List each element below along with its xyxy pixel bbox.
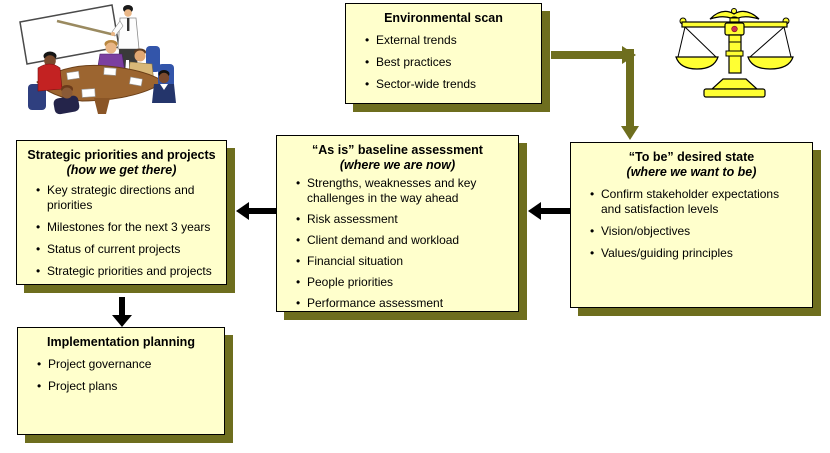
bullet-item: Values/guiding principles (589, 246, 802, 261)
strategic-priorities-bullets: Key strategic directions and priorities … (25, 183, 218, 279)
bullet-item: Strategic priorities and projects (35, 264, 216, 279)
bullet-item: Best practices (364, 55, 531, 70)
to-be-title: “To be” desired state (628, 150, 755, 164)
bullet-item: External trends (364, 33, 531, 48)
bullet-item: Key strategic directions and priorities (35, 183, 216, 213)
strategic-priorities-box: Strategic priorities and projects (how w… (16, 140, 227, 285)
arrow-tobe-to-asis-shaft (541, 208, 570, 214)
as-is-title: “As is” baseline assessment (312, 143, 483, 157)
implementation-planning-box: Implementation planning Project governan… (17, 327, 225, 435)
bullet-item: Confirm stakeholder expectations and sat… (589, 187, 802, 217)
bullet-item: Milestones for the next 3 years (35, 220, 216, 235)
arrow-envscan-down-head (621, 126, 639, 140)
strategic-priorities-subtitle: (how we get there) (66, 163, 177, 177)
bullet-item: People priorities (295, 275, 508, 290)
as-is-subtitle: (where we are now) (339, 158, 456, 172)
implementation-planning-title: Implementation planning (47, 335, 195, 349)
to-be-bullets: Confirm stakeholder expectations and sat… (579, 187, 804, 261)
environmental-scan-box: Environmental scan External trends Best … (345, 3, 542, 104)
bullet-item: Performance assessment (295, 296, 508, 311)
bullet-item: Vision/objectives (589, 224, 802, 239)
environmental-scan-title: Environmental scan (384, 11, 503, 25)
scales-of-justice-icon (675, 8, 794, 98)
arrow-tobe-to-asis-head (528, 202, 541, 220)
bullet-item: Strengths, weaknesses and key challenges… (295, 176, 508, 206)
arrow-asis-to-strategic-head (236, 202, 249, 220)
bullet-item: Status of current projects (35, 242, 216, 257)
arrow-envscan-down-shaft (626, 49, 634, 126)
bullet-item: Risk assessment (295, 212, 508, 227)
to-be-subtitle: (where we want to be) (626, 165, 757, 179)
bullet-item: Project governance (36, 357, 214, 372)
meeting-clipart-icon (19, 4, 176, 115)
bullet-item: Sector-wide trends (364, 77, 531, 92)
arrow-asis-to-strategic-shaft (249, 208, 277, 214)
bullet-item: Project plans (36, 379, 214, 394)
implementation-planning-bullets: Project governance Project plans (26, 357, 216, 394)
environmental-scan-bullets: External trends Best practices Sector-wi… (354, 33, 533, 92)
arrow-strategic-to-implementation-head (112, 315, 132, 327)
to-be-box: “To be” desired state (where we want to … (570, 142, 813, 308)
as-is-bullets: Strengths, weaknesses and key challenges… (285, 176, 510, 311)
bullet-item: Financial situation (295, 254, 508, 269)
bullet-item: Client demand and workload (295, 233, 508, 248)
as-is-box: “As is” baseline assessment (where we ar… (276, 135, 519, 312)
arrow-envscan-right-shaft (551, 51, 623, 59)
arrow-strategic-to-implementation-shaft (119, 297, 125, 316)
strategic-priorities-title: Strategic priorities and projects (27, 148, 216, 162)
